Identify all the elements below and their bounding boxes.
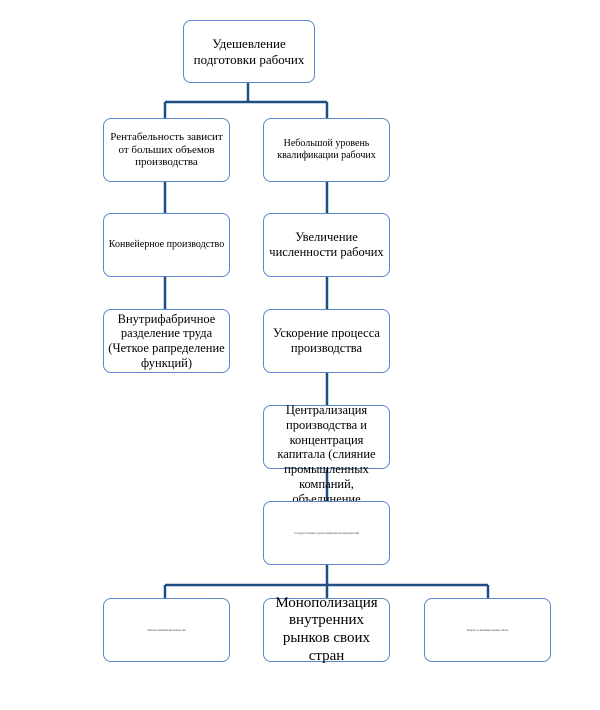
node-root-label: Удешевление подготовки рабочих: [193, 36, 305, 67]
node-bottom-right-label: Борьба за внешние рынки сбыта: [466, 627, 509, 632]
node-bottom-right: Борьба за внешние рынки сбыта: [424, 598, 551, 662]
node-conveyor: Конвейерное производство: [103, 213, 230, 277]
node-bottom-left: Монополизация производства: [103, 598, 230, 662]
node-acceleration: Ускорение процесса производства: [263, 309, 390, 373]
node-centralization: Централизация производства и концентраци…: [263, 403, 390, 550]
node-monopolization: Монополизация внутренних рынков своих ст…: [263, 595, 390, 664]
node-staff-growth: Увеличение численности рабочих: [263, 213, 390, 277]
node-bottom-left-label: Монополизация производства: [147, 627, 186, 632]
node-low-qualification-label: Небольшой уровень квалификации рабочих: [277, 138, 376, 161]
node-staff-growth-label: Увеличение численности рабочих: [269, 230, 384, 259]
node-acceleration-label: Ускорение процесса производства: [273, 326, 380, 355]
node-low-qualification: Небольшой уровень квалификации рабочих: [263, 118, 390, 182]
node-intra-factory: Внутрифабричное разделение труда (Четкое…: [103, 309, 230, 373]
node-middle-label: Сосредоточение в руках немногих производ…: [293, 530, 360, 535]
node-rent: Рентабельность зависит от больших объемо…: [103, 118, 230, 182]
node-rent-label: Рентабельность зависит от больших объемо…: [110, 130, 223, 169]
node-middle: Сосредоточение в руках немногих производ…: [263, 501, 390, 565]
node-conveyor-label: Конвейерное производство: [108, 239, 225, 251]
node-root: Удешевление подготовки рабочих: [183, 20, 315, 83]
node-intra-factory-label: Внутрифабричное разделение труда (Четкое…: [108, 311, 225, 370]
node-monopolization-label: Монополизация внутренних рынков своих ст…: [275, 594, 378, 664]
